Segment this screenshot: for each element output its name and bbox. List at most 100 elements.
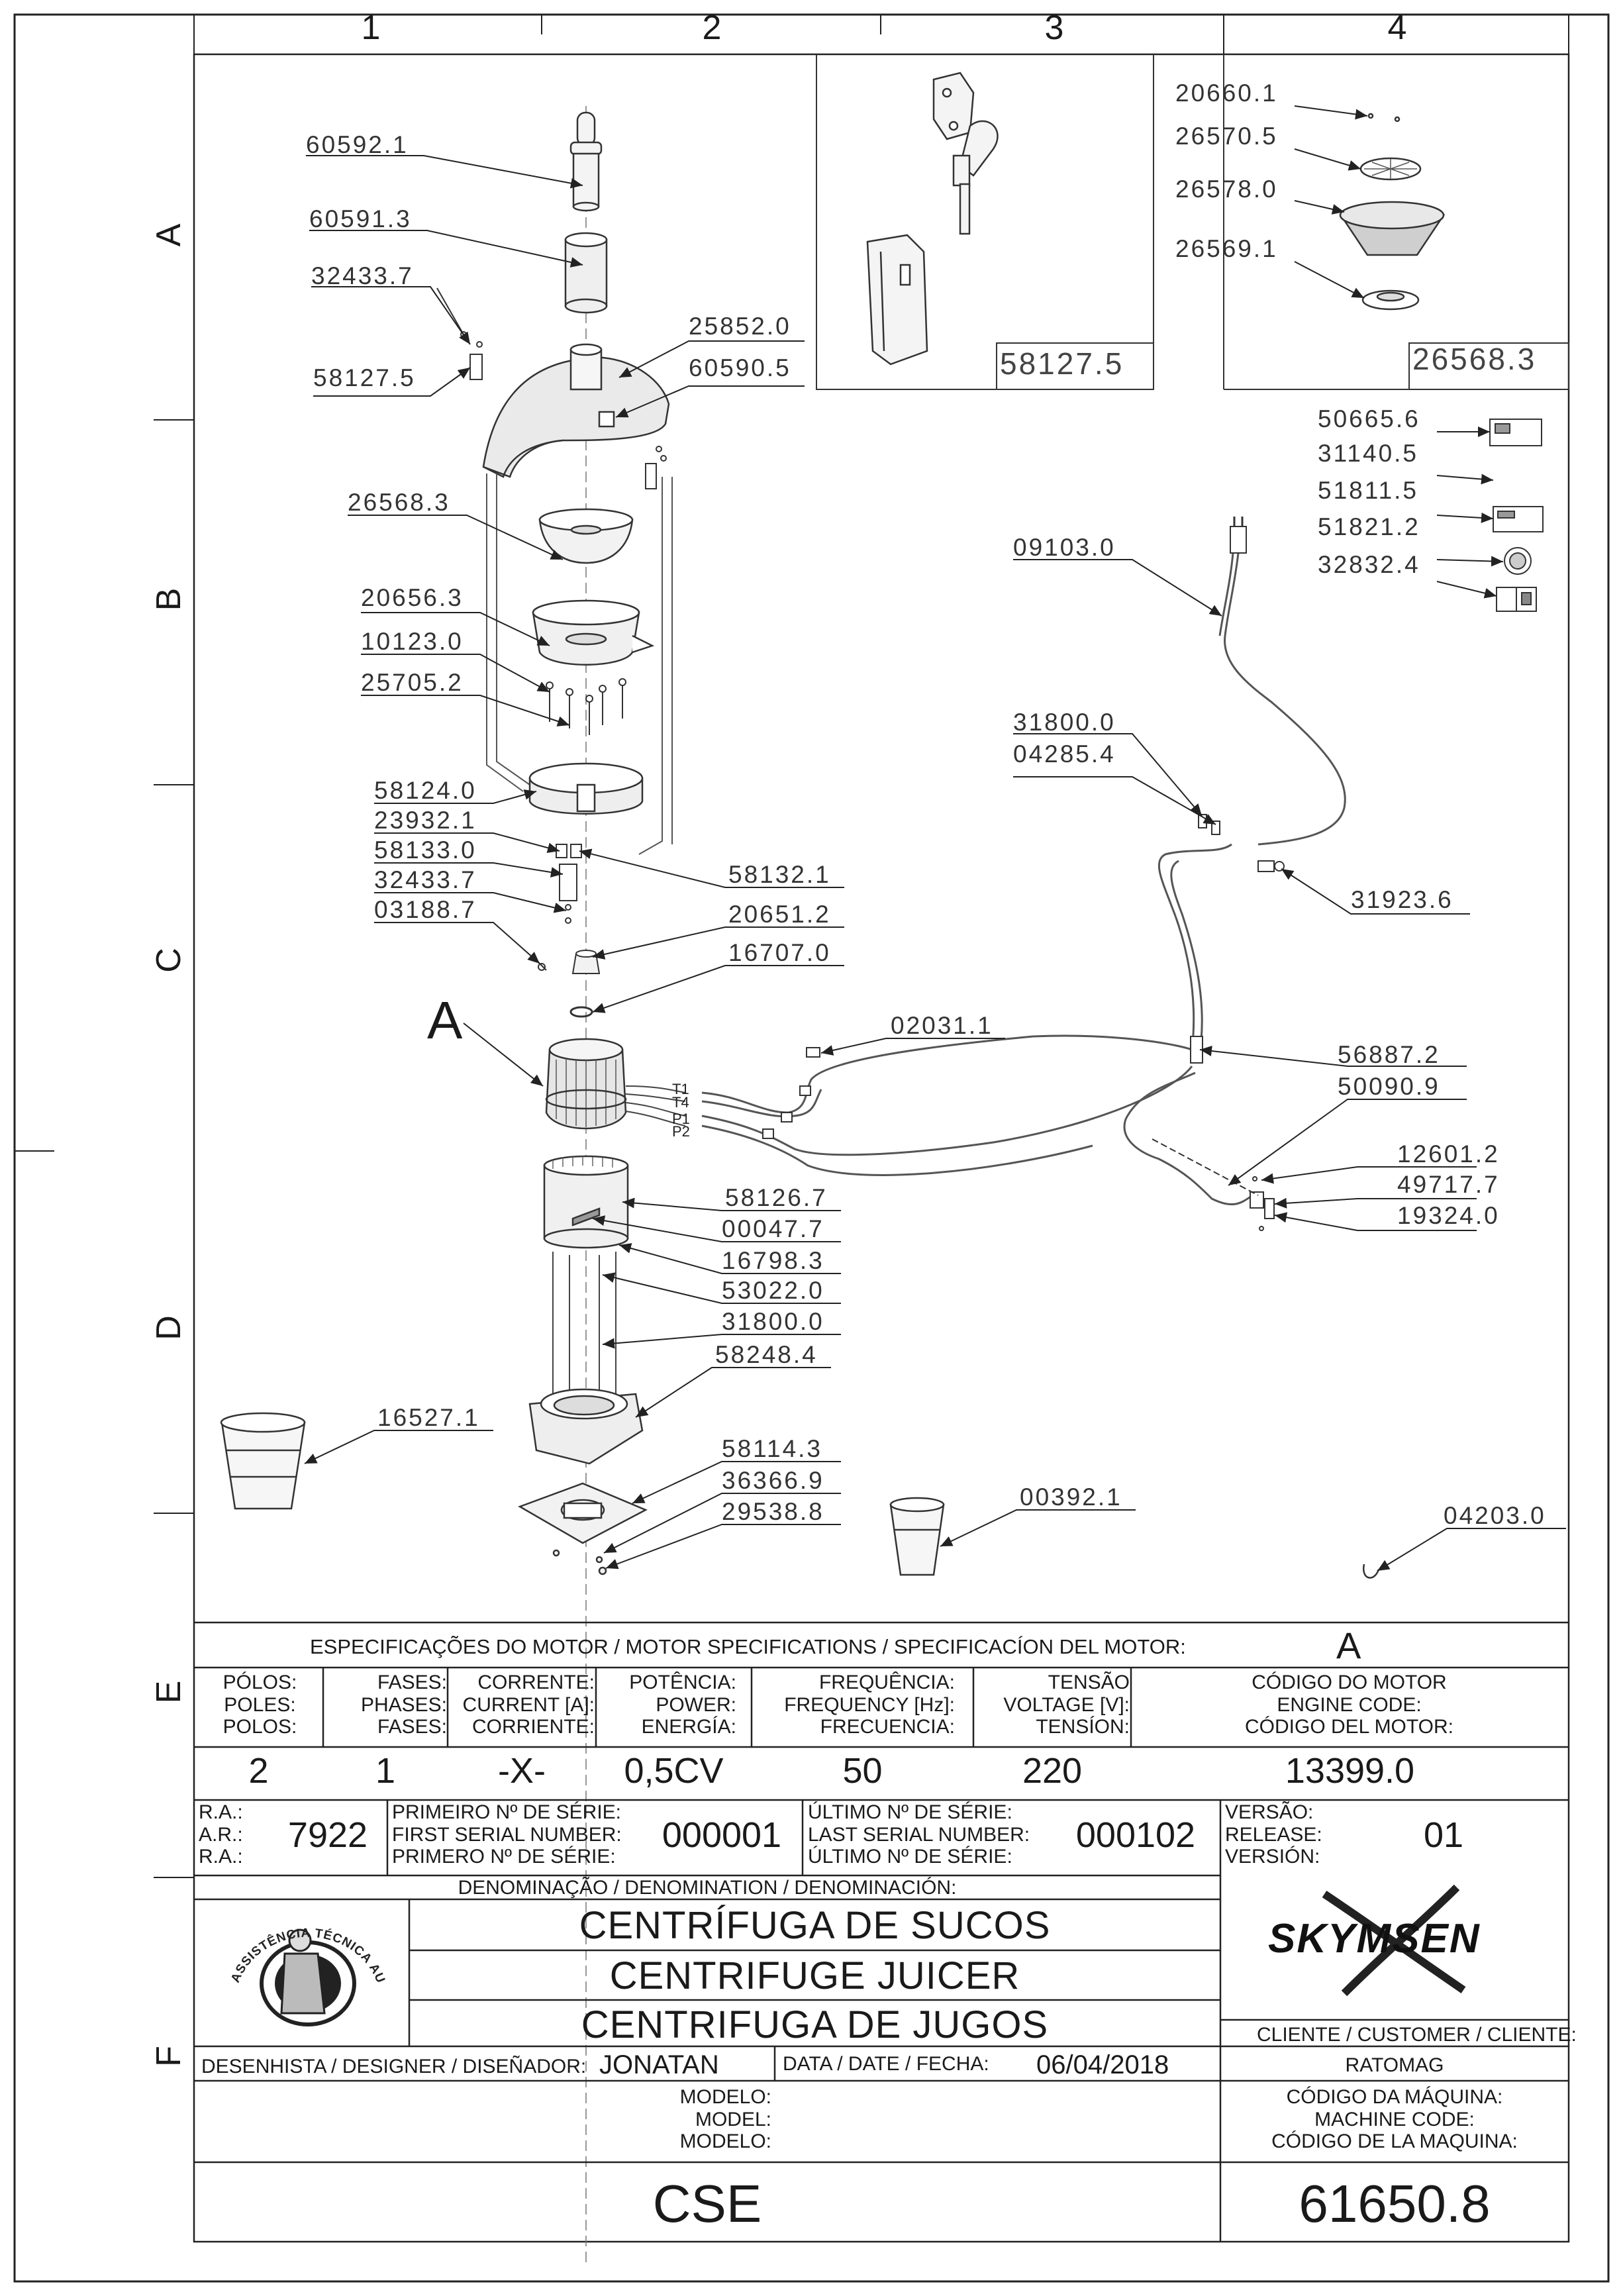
- callout-51821-2: 51821.2: [1318, 513, 1420, 540]
- callout-00047-7: 00047.7: [722, 1215, 824, 1242]
- engine-code-value: 13399.0: [1285, 1751, 1415, 1791]
- callout-51811-5: 51811.5: [1318, 477, 1418, 504]
- power-value: 0,5CV: [624, 1751, 724, 1791]
- callout-58127-5: 58127.5: [313, 364, 416, 391]
- callout-29538-8: 29538.8: [722, 1498, 824, 1525]
- power-cord-icon: [1218, 517, 1346, 846]
- terminal-label: T1: [672, 1081, 689, 1097]
- inset-filter-label: 26568.3: [1412, 342, 1537, 376]
- callout-32433-7: 32433.7: [311, 262, 414, 289]
- label-sticker-icon: [1489, 419, 1544, 575]
- model-label: MODELO: MODEL: MODELO:: [679, 2086, 771, 2153]
- last-serial-label: ÚLTIMO Nº DE SÉRIE: LAST SERIAL NUMBER: …: [808, 1801, 1030, 1868]
- grid-col-4: 4: [1387, 9, 1407, 47]
- manual-book-icon: [1496, 587, 1537, 612]
- frequency-value: 50: [842, 1751, 883, 1791]
- designer-label: DESENHISTA / DESIGNER / DISEÑADOR:: [201, 2056, 587, 2077]
- grid-col-3: 3: [1044, 9, 1064, 47]
- callout-31800-0a: 31800.0: [1013, 709, 1116, 736]
- callout-58114-3: 58114.3: [722, 1435, 822, 1462]
- machine-code-value: 61650.8: [1299, 2174, 1491, 2233]
- client-label: CLIENTE / CUSTOMER / CLIENTE:: [1257, 2024, 1577, 2046]
- callout-03188-7: 03188.7: [374, 896, 477, 923]
- authorized-service-stamp-icon: ASSISTÊNCIA TÉCNICA AUTORIZADA: [219, 1901, 387, 2026]
- callout-12601-2: 12601.2: [1397, 1140, 1500, 1168]
- callout-58248-4: 58248.4: [715, 1341, 818, 1368]
- denomination-label: DENOMINAÇÃO / DENOMINATION / DENOMINACIÓ…: [458, 1877, 957, 1899]
- title-pt: CENTRÍFUGA DE SUCOS: [579, 1904, 1051, 1947]
- date-value: 06/04/2018: [1036, 2050, 1169, 2079]
- frequency-label: FREQUÊNCIA: FREQUENCY [Hz]: FRECUENCIA:: [784, 1672, 955, 1738]
- power-label: POTÊNCIA: POWER: ENERGÍA:: [629, 1672, 736, 1738]
- callout-26578-0: 26578.0: [1175, 175, 1278, 203]
- poles-label: PÓLOS: POLES: POLOS:: [222, 1672, 297, 1738]
- grid-col-1: 1: [361, 9, 381, 47]
- callout-23932-1: 23932.1: [374, 807, 477, 834]
- callout-60590-5: 60590.5: [689, 354, 791, 381]
- callout-58126-7: 58126.7: [725, 1184, 828, 1211]
- callout-31923-6: 31923.6: [1351, 886, 1453, 913]
- callout-31140-5: 31140.5: [1318, 440, 1418, 467]
- terminal-label: T4: [672, 1094, 689, 1111]
- cup-icon: [220, 1412, 306, 1510]
- version-value: 01: [1423, 1815, 1464, 1855]
- title-en: CENTRIFUGE JUICER: [609, 1954, 1020, 1997]
- callout-09103-0: 09103.0: [1013, 534, 1116, 561]
- date-label: DATA / DATE / FECHA:: [783, 2053, 989, 2075]
- callout-00392-1: 00392.1: [1020, 1483, 1122, 1511]
- callout-20651-2: 20651.2: [728, 901, 831, 928]
- callout-53022-0: 53022.0: [722, 1277, 824, 1304]
- callout-60592-1: 60592.1: [306, 131, 409, 158]
- callout-50665-6: 50665.6: [1318, 405, 1420, 432]
- callout-32832-4: 32832.4: [1318, 551, 1420, 578]
- spec-header: ESPECIFICAÇÕES DO MOTOR / MOTOR SPECIFIC…: [310, 1635, 1186, 1658]
- inset-hinge-label: 58127.5: [1000, 346, 1124, 381]
- first-serial-label: PRIMEIRO Nº DE SÉRIE: FIRST SERIAL NUMBE…: [392, 1801, 622, 1868]
- current-label: CORRENTE: CURRENT [A]: CORRIENTE:: [462, 1672, 595, 1738]
- callout-04285-4: 04285.4: [1013, 740, 1116, 768]
- callout-04203-0: 04203.0: [1444, 1502, 1546, 1529]
- callout-19324-0: 19324.0: [1397, 1202, 1500, 1229]
- callout-26570-5: 26570.5: [1175, 123, 1278, 150]
- callout-16798-3: 16798.3: [722, 1247, 824, 1274]
- callout-20660-1: 20660.1: [1175, 79, 1278, 107]
- callout-58124-0: 58124.0: [374, 777, 477, 804]
- skymsen-logo-icon: SKYMSEN: [1268, 1884, 1481, 1997]
- lid-part: [482, 343, 670, 478]
- designer-value: JONATAN: [599, 2050, 719, 2079]
- filter-basket-part: [538, 508, 634, 564]
- motor-icon: [545, 1038, 627, 1130]
- current-value: -X-: [498, 1751, 546, 1791]
- callout-10123-0: 10123.0: [361, 628, 464, 655]
- callout-20656-3: 20656.3: [361, 584, 464, 611]
- terminal-label: P1: [672, 1111, 690, 1127]
- last-serial-value: 000102: [1075, 1815, 1196, 1855]
- machine-code-label: CÓDIGO DA MÁQUINA: MACHINE CODE: CÓDIGO …: [1271, 2086, 1518, 2153]
- callout-36366-9: 36366.9: [722, 1467, 824, 1494]
- callout-16527-1: 16527.1: [377, 1404, 480, 1431]
- callout-32433-7b: 32433.7: [374, 866, 477, 893]
- terminal-label: P2: [672, 1123, 690, 1140]
- brand-name: SKYMSEN: [1268, 1916, 1481, 1962]
- callout-31800-0b: 31800.0: [722, 1308, 824, 1335]
- first-serial-value: 000001: [662, 1815, 782, 1855]
- grid-col-2: 2: [702, 9, 722, 47]
- client-value: RATOMAG: [1345, 2054, 1444, 2076]
- ra-label: R.A.: A.R.: R.A.:: [199, 1801, 243, 1868]
- voltage-value: 220: [1022, 1751, 1083, 1791]
- callout-25705-2: 25705.2: [361, 669, 464, 696]
- motor-detail-letter: A: [427, 991, 463, 1050]
- callout-60591-3: 60591.3: [309, 205, 412, 232]
- callout-50090-9: 50090.9: [1338, 1073, 1440, 1100]
- callout-49717-7: 49717.7: [1397, 1171, 1500, 1198]
- callout-26569-1: 26569.1: [1175, 235, 1278, 262]
- cup-icon: [889, 1497, 945, 1576]
- voltage-label: TENSÃO VOLTAGE [V]: TENSÍON:: [1003, 1672, 1130, 1738]
- model-value: CSE: [652, 2174, 762, 2233]
- callout-25852-0: 25852.0: [689, 313, 791, 340]
- version-label: VERSÃO: RELEASE: VERSIÓN:: [1225, 1801, 1322, 1868]
- phases-value: 1: [375, 1751, 396, 1791]
